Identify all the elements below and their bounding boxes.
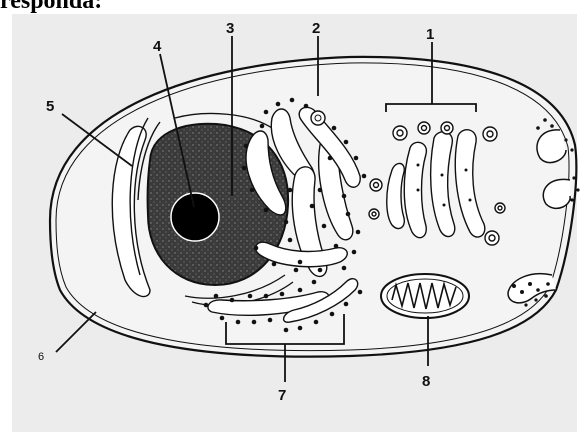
mitochondrion [381,274,469,318]
nucleolus [171,193,219,241]
label-5: 5 [46,98,54,115]
label-1: 1 [426,26,434,43]
label-7: 7 [278,387,286,404]
label-3: 3 [226,20,234,37]
label-4: 4 [153,38,162,55]
label-2: 2 [312,20,320,37]
vesicle-with-ribosomes [311,111,325,125]
label-8: 8 [422,373,430,390]
label-6: 6 [38,351,44,363]
